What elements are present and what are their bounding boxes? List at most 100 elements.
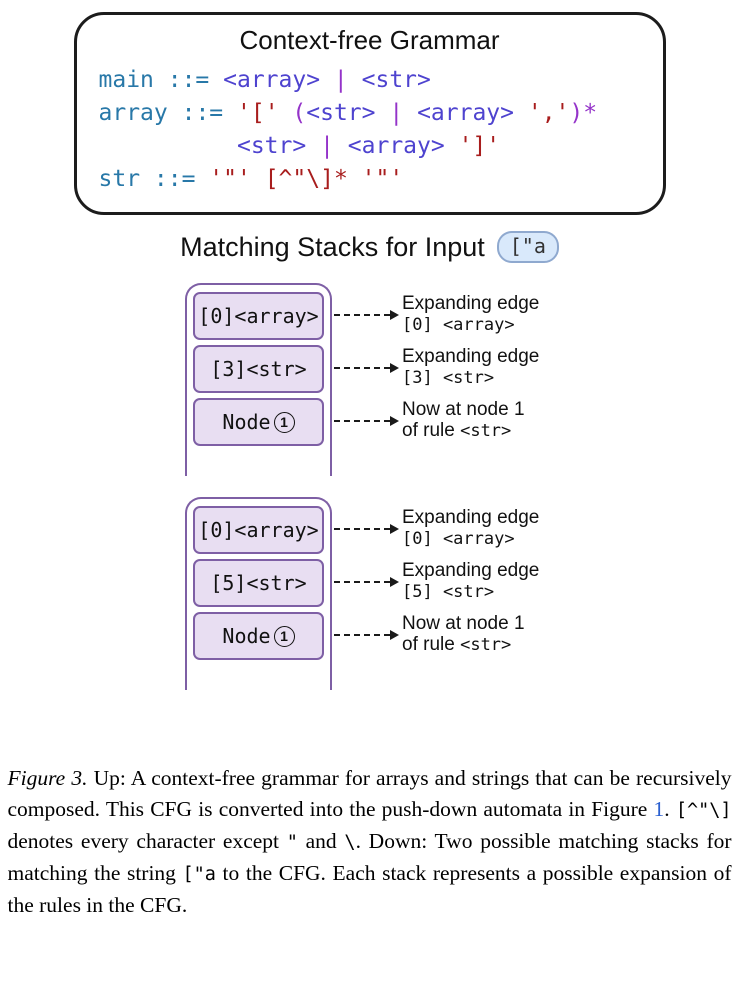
grammar-code: main ::= <array> | <str>array ::= '[' (<… xyxy=(99,64,641,196)
annotation-line-1: Expanding edge xyxy=(402,560,540,581)
grammar-box: Context-free Grammar main ::= <array> | … xyxy=(73,12,666,215)
code-token: ::= xyxy=(140,166,210,192)
code-token: | xyxy=(375,100,418,126)
circled-number-icon: 1 xyxy=(273,625,295,647)
code-token xyxy=(279,100,293,126)
grammar-line: main ::= <array> | <str> xyxy=(99,64,641,97)
code-token: ( xyxy=(292,100,307,126)
code-token: <array> xyxy=(347,133,445,159)
dashed-arrow-icon xyxy=(334,416,399,426)
annotation-line-1: Expanding edge xyxy=(402,507,540,528)
stacks-header: Matching Stacks for Input ["a xyxy=(0,231,739,263)
code-token: )* xyxy=(569,100,598,126)
stack-cell: [0]<array> xyxy=(193,506,324,554)
code-token: '"' xyxy=(209,166,251,192)
dashed-arrow-icon xyxy=(334,310,399,320)
caption-segment: \ xyxy=(344,832,356,853)
stack-cell: [3]<str> xyxy=(193,345,324,393)
annotation-line-2: [0] <array> xyxy=(402,528,539,550)
code-token xyxy=(514,100,528,126)
dashed-arrow-icon xyxy=(334,524,399,534)
stack-cell: [0]<array> xyxy=(193,292,324,340)
code-token xyxy=(348,166,362,192)
grammar-line: array ::= '[' (<str> | <array> ',')* xyxy=(99,97,641,130)
caption-segment: and xyxy=(297,829,345,853)
code-token: array xyxy=(98,100,168,126)
stack-cell: [5]<str> xyxy=(193,559,324,607)
code-token: <str> xyxy=(361,67,431,93)
stack-annotation: Expanding edge[0] <array> xyxy=(402,293,539,336)
annotation-line-2: of rule <str> xyxy=(402,634,525,656)
code-token: | xyxy=(320,67,362,93)
stacks-heading: Matching Stacks for Input xyxy=(180,231,485,262)
code-token xyxy=(99,133,237,159)
annotation-line-1: Expanding edge xyxy=(402,346,540,367)
caption-segment: [^"\] xyxy=(675,800,732,821)
caption-segment: 1 xyxy=(653,797,665,821)
annotation-line-2: of rule <str> xyxy=(402,420,525,442)
code-token xyxy=(251,166,265,192)
code-token: '"' xyxy=(361,166,404,192)
stack-shell: [0]<array> [5]<str> Node 1 xyxy=(185,497,332,690)
code-token: ::= xyxy=(167,100,237,126)
annotation-line-2: [0] <array> xyxy=(402,314,539,336)
code-token xyxy=(445,133,459,159)
grammar-title: Context-free Grammar xyxy=(239,25,500,55)
code-token: <str> xyxy=(306,100,376,126)
annotation-text: <str> xyxy=(460,421,512,441)
caption-segment: Figure 3. xyxy=(7,766,88,790)
dashed-arrow-icon xyxy=(334,577,399,587)
annotation-text: <str> xyxy=(460,635,512,655)
stack-annotation: Expanding edge[3] <str> xyxy=(402,346,539,389)
code-token: main xyxy=(98,67,154,93)
code-token: ',' xyxy=(527,100,570,126)
stack-cell-label: [0]<array> xyxy=(198,518,319,542)
caption-segment: denotes every character except xyxy=(7,829,287,853)
code-token: ::= xyxy=(153,67,224,93)
code-token: [^"\]* xyxy=(264,166,348,192)
stack-cell: Node 1 xyxy=(193,612,324,660)
code-token: str xyxy=(98,166,141,192)
stack-annotation: Expanding edge[5] <str> xyxy=(402,560,539,603)
stack-cell-label: [3]<str> xyxy=(210,357,307,381)
annotation-text: [0] <array> xyxy=(402,315,515,335)
stack-cell-label: Node xyxy=(222,410,271,434)
annotation-line-1: Expanding edge xyxy=(402,293,540,314)
annotation-text: [5] <str> xyxy=(402,582,495,602)
caption-segment: Up: A context-free grammar for arrays an… xyxy=(7,766,732,821)
code-token: ']' xyxy=(458,133,501,159)
caption-segment: ["a xyxy=(182,864,216,885)
stack-cell: Node 1 xyxy=(193,398,324,446)
annotation-text: of rule xyxy=(402,634,461,655)
annotation-line-2: [3] <str> xyxy=(402,367,539,389)
annotation-line-1: Now at node 1 xyxy=(402,613,525,634)
annotation-text: [3] <str> xyxy=(402,368,495,388)
annotation-line-2: [5] <str> xyxy=(402,581,539,603)
figure-caption: Figure 3. Up: A context-free grammar for… xyxy=(8,763,732,921)
input-pill: ["a xyxy=(496,231,559,263)
circled-number-icon: 1 xyxy=(273,411,295,433)
code-token: <array> xyxy=(417,100,514,126)
annotation-text: [0] <array> xyxy=(402,529,515,549)
caption-segment: to the CFG. Each stack represents a poss… xyxy=(7,861,732,917)
stack-shell: [0]<array> [3]<str> Node 1 xyxy=(185,283,332,476)
stack-cell-label: [5]<str> xyxy=(210,571,307,595)
code-token: <str> xyxy=(236,133,307,159)
grammar-line: <str> | <array> ']' xyxy=(99,130,641,163)
dashed-arrow-icon xyxy=(334,363,399,373)
stack-annotation: Expanding edge[0] <array> xyxy=(402,507,539,550)
code-token: '[' xyxy=(237,100,279,126)
dashed-arrow-icon xyxy=(334,630,399,640)
caption-segment: " xyxy=(286,832,298,853)
caption-segment: . Down: Two possible matching stacks for… xyxy=(7,829,732,885)
annotation-text: of rule xyxy=(402,420,461,441)
code-token: <array> xyxy=(223,67,321,93)
stack-cell-label: Node xyxy=(222,624,271,648)
grammar-line: str ::= '"' [^"\]* '"' xyxy=(99,163,641,196)
caption-segment: . xyxy=(664,797,676,821)
